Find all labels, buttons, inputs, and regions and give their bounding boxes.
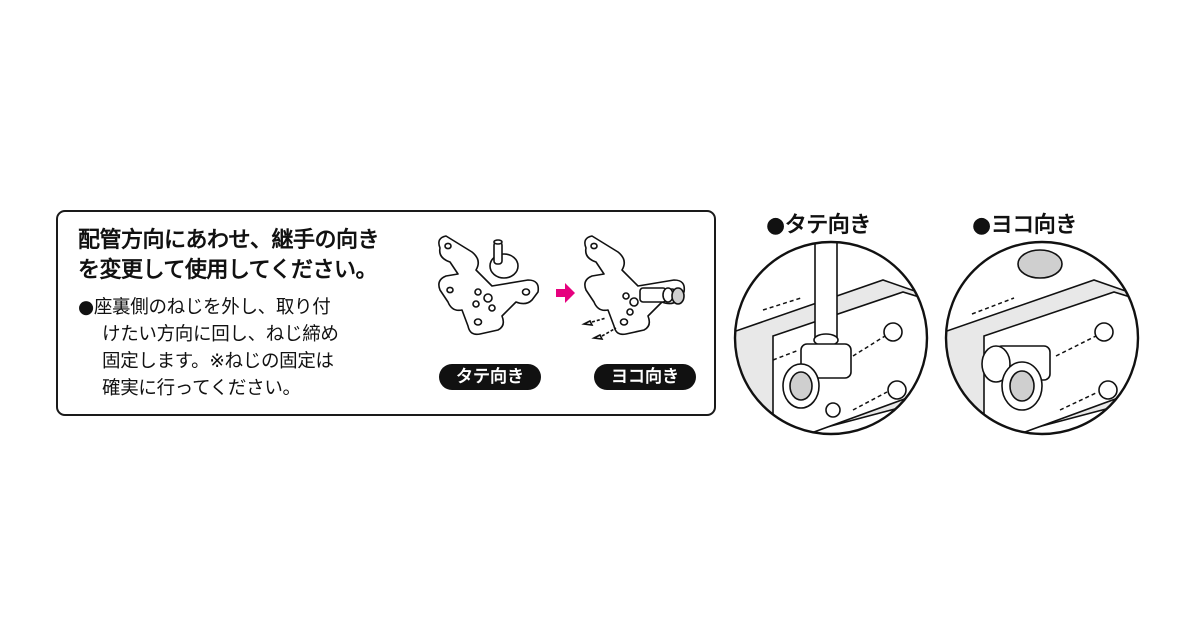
detail-circle-horizontal bbox=[944, 240, 1140, 436]
note-line-3: 固定します。※ねじの固定は bbox=[102, 351, 334, 372]
instruction-panel: 配管方向にあわせ、継手の向き を変更して使用してください。 ●座裏側のねじを外し… bbox=[56, 210, 716, 416]
note-line-1: ●座裏側のねじを外し、取り付 bbox=[78, 297, 331, 318]
detail-label-vertical: ●タテ向き bbox=[766, 213, 871, 238]
heading-line-2: を変更して使用してください。 bbox=[78, 258, 378, 283]
right-arrow-icon bbox=[556, 283, 575, 303]
tag-vertical: タテ向き bbox=[439, 364, 541, 390]
bracket-vertical-illustration bbox=[438, 235, 540, 336]
detail-circle-vertical bbox=[733, 240, 929, 436]
detail-label-horizontal: ●ヨコ向き bbox=[972, 213, 1077, 238]
note-line-4: 確実に行ってください。 bbox=[102, 378, 301, 399]
heading-line-1: 配管方向にあわせ、継手の向き bbox=[78, 228, 380, 253]
instruction-heading: 配管方向にあわせ、継手の向き を変更して使用してください。 bbox=[78, 226, 408, 286]
bracket-horizontal-illustration bbox=[581, 235, 686, 340]
instruction-note: ●座裏側のねじを外し、取り付 けたい方向に回し、ねじ締め 固定します。※ねじの固… bbox=[78, 294, 408, 402]
tag-horizontal: ヨコ向き bbox=[594, 364, 696, 390]
note-line-2: けたい方向に回し、ねじ締め bbox=[102, 324, 339, 345]
